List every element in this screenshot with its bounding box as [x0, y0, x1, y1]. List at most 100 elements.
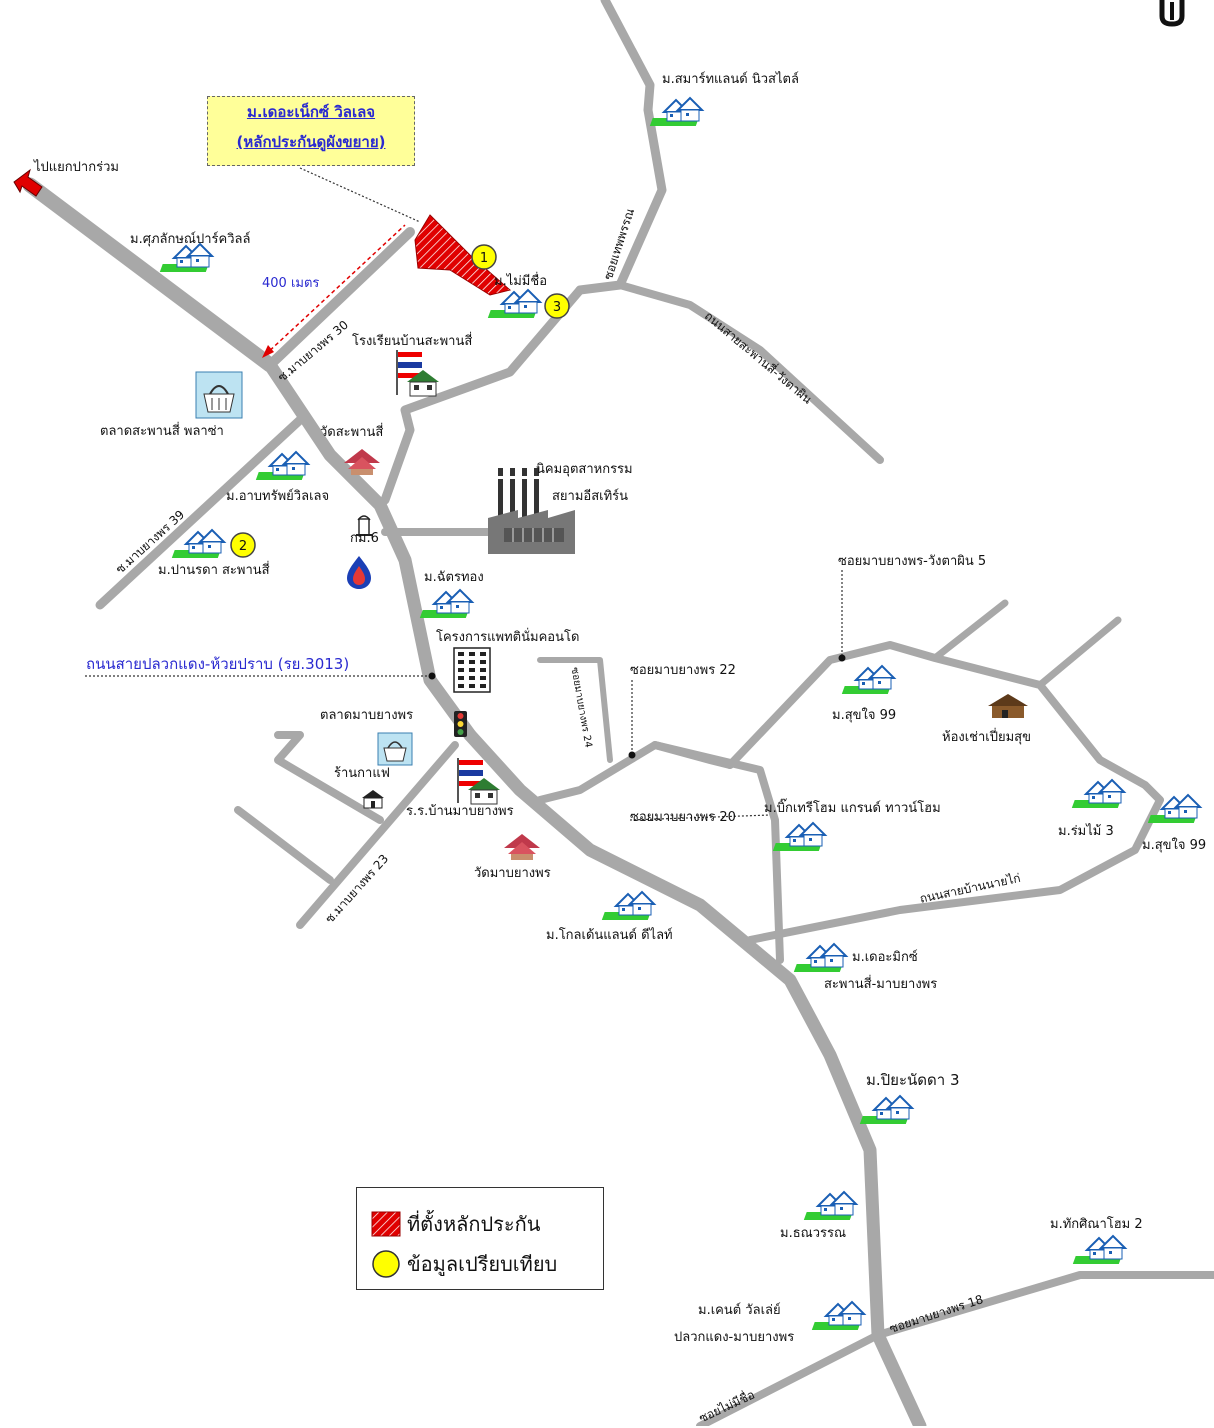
road-main-south — [463, 728, 927, 1426]
road-soi-39 — [95, 415, 305, 610]
house-icon — [487, 288, 543, 318]
place-supalak: ม.ศุภลักษณ์ปาร์ควิลล์ — [130, 232, 251, 247]
road-label-soi22: ซอยมาบยางพร 22 — [630, 663, 736, 678]
house-icon — [1147, 793, 1203, 823]
road-label-main: ถนนสายปลวกแดง-ห้วยปราบ (รย.3013) — [86, 655, 350, 673]
place-market-mabyangphorn: ตลาดมาบยางพร — [320, 708, 414, 723]
soi22-dot — [628, 751, 636, 759]
leader-lines — [85, 167, 843, 821]
road-unnamed-soi — [696, 1331, 882, 1426]
road-network — [22, 0, 1214, 1426]
wangtaphin5-dot — [838, 654, 846, 662]
direction-label: ไปแยกปากร่วม — [34, 160, 119, 175]
school-icon — [457, 758, 500, 805]
road-soi-18 — [874, 1271, 1214, 1339]
market-icon — [377, 732, 413, 766]
map-legend: ที่ตั้งหลักประกัน ข้อมูลเปรียบเทียบ — [356, 1187, 604, 1290]
north-arrow-icon — [1159, 0, 1185, 27]
place-golden-land: ม.โกลเด้นแลนด์ ดีไลท์ — [546, 928, 673, 943]
road-label-wangtaphin5: ซอยมาบยางพร-วังตาผิน 5 — [838, 554, 987, 569]
legend-collateral-label: ที่ตั้งหลักประกัน — [407, 1212, 541, 1236]
subject-callout[interactable]: ม.เดอะเน็กซ์ วิลเลจ (หลักประกันดูผังขยาย… — [207, 96, 415, 166]
market-icon — [195, 371, 243, 419]
place-piyanatda: ม.ปิยะนัดดา 3 — [866, 1071, 960, 1089]
comparison-marker-3[interactable]: 3 — [544, 293, 570, 319]
road-to-temple — [380, 285, 585, 505]
place-cafe: ร้านกาแฟ — [334, 766, 390, 781]
house-icon — [171, 528, 227, 558]
place-sukjai-99-a: ม.สุขใจ 99 — [832, 708, 897, 723]
direction-arrow-icon — [13, 168, 43, 197]
temple-icon — [504, 834, 540, 860]
house-icon — [772, 821, 828, 851]
gas-station-icon — [347, 556, 371, 589]
place-market-sapansi: ตลาดสะพานสี่ พลาซ่า — [100, 424, 224, 439]
road-soi-20 — [651, 741, 784, 964]
comparison-marker-1[interactable]: 1 — [471, 244, 497, 270]
legend-row-comparison: ข้อมูลเปรียบเทียบ — [371, 1248, 557, 1280]
house-icon — [1071, 778, 1127, 808]
house-icon — [255, 450, 311, 480]
road-label-soi20: ซอยมาบยางพร 20 — [630, 810, 736, 825]
road-sapansi-wangtaphin — [616, 281, 884, 464]
road-side-3 — [931, 599, 1009, 662]
place-school-mabyangphorn: ร.ร.บ้านมาบยางพร — [406, 804, 514, 819]
hatch-swatch-icon — [371, 1211, 401, 1237]
place-room-rent: ห้องเช่าเปี่ยมสุข — [942, 730, 1031, 745]
place-thaksina: ม.ทักศิณาโฮม 2 — [1050, 1217, 1143, 1232]
house-icon — [803, 1190, 859, 1220]
place-condo: โครงการแพทตินั่มคอนโด — [436, 630, 580, 645]
legend-row-collateral: ที่ตั้งหลักประกัน — [371, 1208, 540, 1240]
road-side-1 — [274, 731, 384, 824]
place-the-mix-1: ม.เดอะมิกซ์ — [852, 950, 918, 965]
place-rom-mai-3: ม.ร่มไม้ 3 — [1058, 824, 1114, 839]
place-kent-1: ม.เคนต์ วัลเล่ย์ — [698, 1303, 781, 1318]
building-icon — [453, 647, 491, 693]
place-sukjai-99-b: ม.สุขใจ 99 — [1142, 838, 1207, 853]
marker-1-number: 1 — [480, 251, 488, 266]
place-the-mix-2: สะพานสี่-มาบยางพร — [824, 977, 938, 992]
place-wat-sapansi: วัดสะพานสี่ — [320, 425, 384, 440]
place-km6: กม.6 — [350, 531, 379, 546]
house-icon — [793, 942, 849, 972]
traffic-light-icon — [454, 711, 467, 737]
place-chattong: ม.ฉัตรทอง — [424, 570, 484, 585]
subject-name: ม.เดอะเน็กซ์ วิลเลจ — [246, 103, 376, 121]
distance-arrow — [262, 224, 406, 358]
marker-2-number: 2 — [239, 539, 247, 554]
place-thanawan: ม.ธณวรรณ — [780, 1226, 847, 1241]
road-soi-23 — [296, 741, 459, 929]
house-icon — [159, 242, 215, 272]
distance-label: 400 เมตร — [262, 276, 320, 291]
road-side-4 — [1036, 616, 1122, 689]
yellow-circle-icon — [372, 1250, 400, 1278]
legend-comparison-label: ข้อมูลเปรียบเทียบ — [407, 1252, 558, 1276]
house-icon — [649, 96, 705, 126]
marker-3-number: 3 — [553, 300, 561, 315]
house-icon — [419, 588, 475, 618]
house-icon — [811, 1300, 867, 1330]
road-vertical-soi — [537, 657, 613, 763]
temple-icon — [344, 449, 380, 475]
place-big-tree: ม.บิ๊กเทรีโฮม แกรนด์ ทาวน์โฮม — [764, 801, 941, 816]
place-kent-2: ปลวกแดง-มาบยางพร — [674, 1330, 795, 1345]
house-icon — [601, 890, 657, 920]
place-arbsap: ม.อาบทรัพย์วิลเลจ — [226, 489, 330, 504]
road-thepphorn — [575, 0, 667, 295]
house-icon — [859, 1094, 915, 1124]
road-to-pak-ruam — [22, 177, 278, 373]
house-icon — [1072, 1234, 1128, 1264]
cafe-icon — [362, 790, 384, 809]
road-soi-30 — [265, 227, 415, 370]
place-smart-land: ม.สมาร์ทแลนด์ นิวสไตล์ — [662, 72, 799, 87]
house-icon — [841, 664, 897, 694]
school-icon — [396, 350, 439, 397]
comparison-marker-2[interactable]: 2 — [230, 532, 256, 558]
place-school-sapansi: โรงเรียนบ้านสะพานสี่ — [352, 334, 473, 349]
subject-note: (หลักประกันดูผังขยาย) — [236, 133, 386, 151]
place-mai-mee-chue: ม.ไม่มีชื่อ — [494, 274, 548, 289]
main-road-dot — [428, 672, 436, 680]
house-icons — [159, 96, 1203, 1330]
place-industrial-2: สยามอีสเทิร์น — [552, 489, 629, 504]
